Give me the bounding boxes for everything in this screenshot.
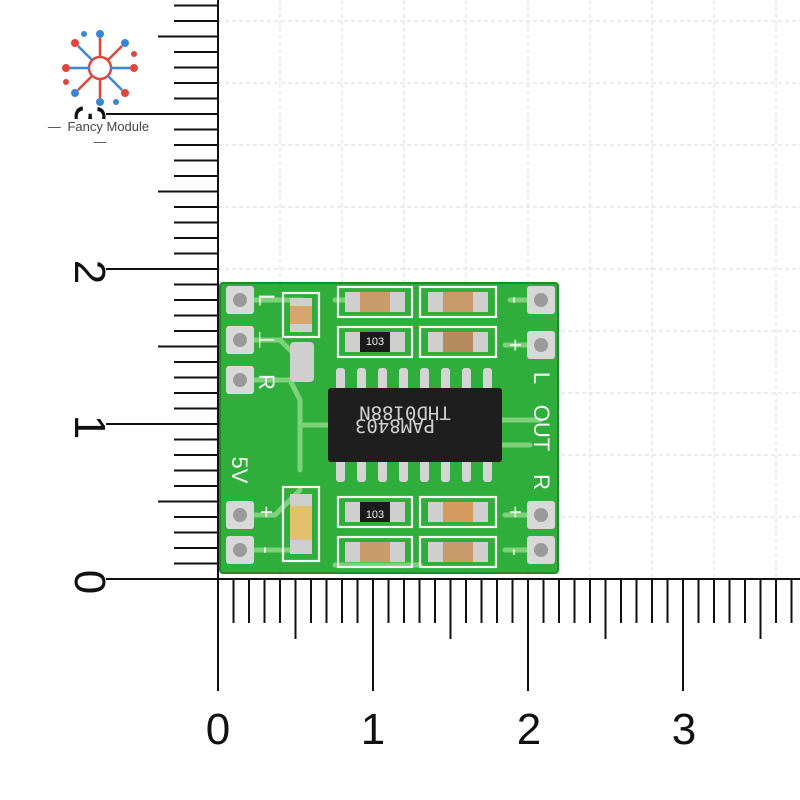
ic-pin <box>399 458 408 482</box>
ruler-y-label-2: 2 <box>65 260 114 284</box>
smd-capacitor <box>290 342 314 382</box>
ic-pin <box>483 368 492 392</box>
ic-pin <box>378 368 387 392</box>
smd-body <box>443 502 473 522</box>
ic-pin <box>462 458 471 482</box>
smd-terminal <box>345 292 360 312</box>
ruler-y-label-0: 0 <box>65 570 114 594</box>
ic-pin <box>441 368 450 392</box>
smd-terminal <box>428 292 443 312</box>
resistor-code-bottom: 103 <box>366 509 384 521</box>
smd-terminal <box>473 542 488 562</box>
ruler-x-label-2: 2 <box>517 705 541 754</box>
smd-body <box>360 542 390 562</box>
header-hole <box>233 333 247 347</box>
smd-terminal <box>390 502 405 522</box>
chip-marking-line-1: PAM8403 <box>355 415 435 437</box>
smd-terminal <box>345 542 360 562</box>
silk-left-L: L <box>254 294 279 306</box>
smd-terminal <box>473 292 488 312</box>
ic-pin <box>420 368 429 392</box>
smd-terminal <box>345 502 360 522</box>
smd-terminal <box>473 332 488 352</box>
silk-left-R: R <box>254 374 279 390</box>
silk-right-L: L <box>529 372 554 384</box>
smd-terminal <box>473 502 488 522</box>
smd-terminal <box>290 298 312 306</box>
smd-terminal <box>428 502 443 522</box>
ic-pin <box>357 458 366 482</box>
smd-terminal <box>428 332 443 352</box>
amplifier-chip <box>328 388 502 462</box>
header-hole <box>233 543 247 557</box>
silk-right-minus-top: - <box>503 296 528 303</box>
silk-right-R: R <box>529 474 554 490</box>
ic-pin <box>420 458 429 482</box>
ic-pin <box>441 458 450 482</box>
ruler-x-label-1: 1 <box>361 705 385 754</box>
circuit-logo-icon <box>62 30 138 106</box>
smd-terminal <box>390 292 405 312</box>
ic-pin <box>357 368 366 392</box>
smd-body <box>443 332 473 352</box>
smd-terminal <box>428 542 443 562</box>
brand-dash-left: — <box>47 119 65 134</box>
brand-caption: — Fancy Module — <box>40 119 160 149</box>
ruler-x-label-3: 3 <box>672 705 696 754</box>
silk-right-out: OUT <box>529 405 554 451</box>
ic-pin <box>336 368 345 392</box>
smd-body <box>443 292 473 312</box>
ic-pin <box>378 458 387 482</box>
header-hole <box>534 338 548 352</box>
horizontal-ruler: 0 1 2 3 <box>206 578 800 754</box>
chip-marking-line-2: THD0188N <box>359 402 451 424</box>
smd-body <box>290 306 312 324</box>
header-hole <box>534 293 548 307</box>
vertical-ruler: 0 1 2 3 <box>65 0 219 594</box>
silk-5v: 5V <box>227 457 252 484</box>
ic-pin <box>483 458 492 482</box>
pcb-board: PAM8403 THD0188N 103 103 L ⊥ R 5V + - L … <box>219 282 559 574</box>
smd-body <box>360 502 390 522</box>
ruler-y-label-1: 1 <box>65 415 114 439</box>
silk-left-minus: - <box>254 546 279 553</box>
silk-right-minus-bottom: - <box>503 548 528 555</box>
smd-body <box>360 292 390 312</box>
smd-terminal <box>345 332 360 352</box>
ic-pin <box>399 368 408 392</box>
smd-body <box>360 332 390 352</box>
resistor-code-top: 103 <box>366 336 384 348</box>
header-hole <box>233 293 247 307</box>
brand-name: Fancy Module <box>64 119 153 134</box>
silk-left-ground: ⊥ <box>254 330 279 349</box>
smd-terminal <box>390 542 405 562</box>
smd-terminal <box>290 324 312 332</box>
brand-dash-right: — <box>93 134 107 149</box>
ruler-x-label-0: 0 <box>206 705 230 754</box>
smd-body <box>290 506 312 540</box>
silk-left-plus: + <box>254 506 279 519</box>
silk-right-plus-bottom: + <box>503 506 528 519</box>
smd-terminal <box>290 540 312 554</box>
header-hole <box>534 543 548 557</box>
smd-terminal <box>390 332 405 352</box>
header-hole <box>233 373 247 387</box>
smd-body <box>443 542 473 562</box>
ic-pin <box>462 368 471 392</box>
smd-terminal <box>290 494 312 506</box>
silk-right-plus-top: + <box>503 339 528 352</box>
header-hole <box>534 508 548 522</box>
header-hole <box>233 508 247 522</box>
ic-pin <box>336 458 345 482</box>
